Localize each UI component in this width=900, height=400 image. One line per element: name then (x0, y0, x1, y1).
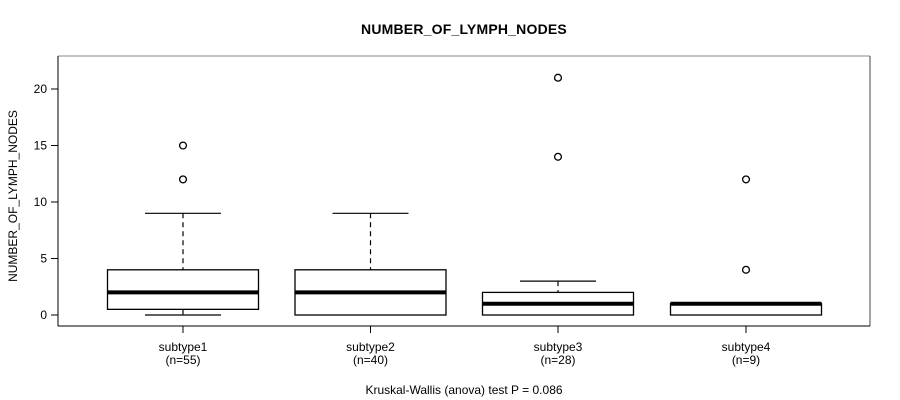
x-tick-label: subtype2 (346, 340, 395, 354)
y-tick-label: 5 (40, 252, 47, 266)
outlier-point (553, 152, 563, 161)
y-tick-label: 20 (34, 82, 48, 96)
y-tick-label: 0 (40, 308, 47, 322)
outlier-point (553, 73, 563, 82)
x-tick-sublabel: (n=9) (732, 353, 760, 367)
y-tick-label: 15 (34, 139, 48, 153)
outlier-point (178, 141, 188, 150)
stat-test-caption: Kruskal-Wallis (anova) test P = 0.086 (365, 383, 563, 397)
outlier-point (178, 175, 188, 184)
outlier-point (741, 175, 751, 184)
x-tick-label: subtype3 (534, 340, 583, 354)
x-tick-sublabel: (n=28) (540, 353, 575, 367)
chart-title: NUMBER_OF_LYMPH_NODES (361, 21, 567, 37)
x-tick-label: subtype1 (159, 340, 208, 354)
iqr-box (106, 269, 260, 310)
y-tick-label: 10 (34, 195, 48, 209)
x-tick-sublabel: (n=40) (353, 353, 388, 367)
x-tick-sublabel: (n=55) (165, 353, 200, 367)
x-tick-label: subtype4 (722, 340, 771, 354)
outlier-point (741, 265, 751, 274)
